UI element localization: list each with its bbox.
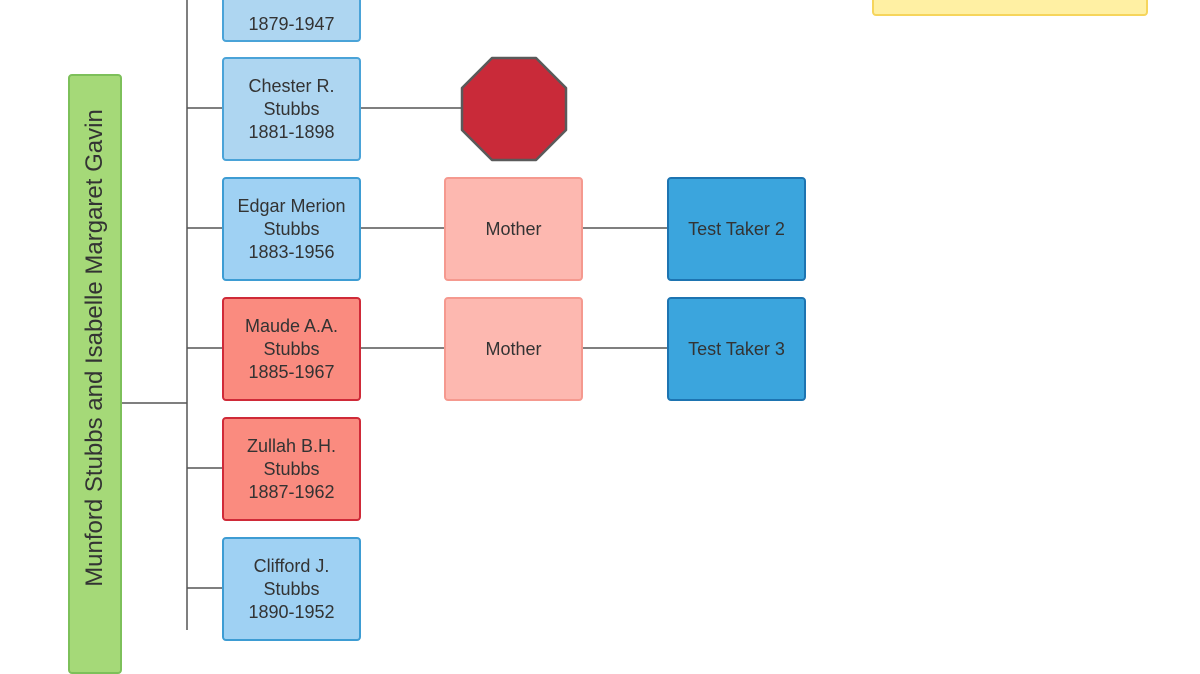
mother-label: Mother: [485, 338, 542, 359]
connector-lines: [121, 0, 668, 630]
mother-label: Mother: [485, 218, 542, 239]
parents-label: Munford Stubbs and Isabelle Margaret Gav…: [81, 109, 108, 587]
child-node-chester[interactable]: Chester R. Stubbs 1881-1898: [222, 57, 361, 161]
child-node-edgar[interactable]: Edgar Merion Stubbs 1883-1956: [222, 177, 361, 281]
stop-sign-icon[interactable]: [460, 56, 568, 162]
child-node-zullah[interactable]: Zullah B.H. Stubbs 1887-1962: [222, 417, 361, 521]
child-node-1879[interactable]: 1879-1947: [222, 0, 361, 42]
child-node-line: Stubbs: [263, 218, 320, 239]
child-node-line: Edgar Merion: [237, 195, 346, 216]
mother-node-edgar[interactable]: Mother: [444, 177, 583, 281]
child-node-line: 1890-1952: [248, 601, 335, 622]
child-node-line: 1885-1967: [248, 361, 335, 382]
child-node-line: Stubbs: [263, 338, 320, 359]
test-taker-2-node[interactable]: Test Taker 2: [667, 177, 806, 281]
child-node-line: Zullah B.H.: [246, 435, 337, 456]
child-node-line: Clifford J.: [253, 555, 330, 576]
child-node-line: Stubbs: [263, 458, 320, 479]
child-node-line: Maude A.A.: [244, 315, 339, 336]
child-node-maude[interactable]: Maude A.A. Stubbs 1885-1967: [222, 297, 361, 401]
child-node-line: Stubbs: [263, 578, 320, 599]
mother-node-maude[interactable]: Mother: [444, 297, 583, 401]
test-taker-3-node[interactable]: Test Taker 3: [667, 297, 806, 401]
child-node-clifford[interactable]: Clifford J. Stubbs 1890-1952: [222, 537, 361, 641]
child-node-line: 1881-1898: [248, 121, 335, 142]
parents-node[interactable]: Munford Stubbs and Isabelle Margaret Gav…: [68, 74, 122, 674]
child-node-line: Stubbs: [263, 98, 320, 119]
note-box: [872, 0, 1148, 16]
child-node-line: 1883-1956: [248, 241, 335, 262]
test-taker-label: Test Taker 3: [688, 338, 785, 359]
child-node-line: Chester R.: [248, 75, 335, 96]
child-node-line: 1887-1962: [248, 481, 335, 502]
child-node-line: 1879-1947: [248, 13, 335, 34]
test-taker-label: Test Taker 2: [688, 218, 785, 239]
